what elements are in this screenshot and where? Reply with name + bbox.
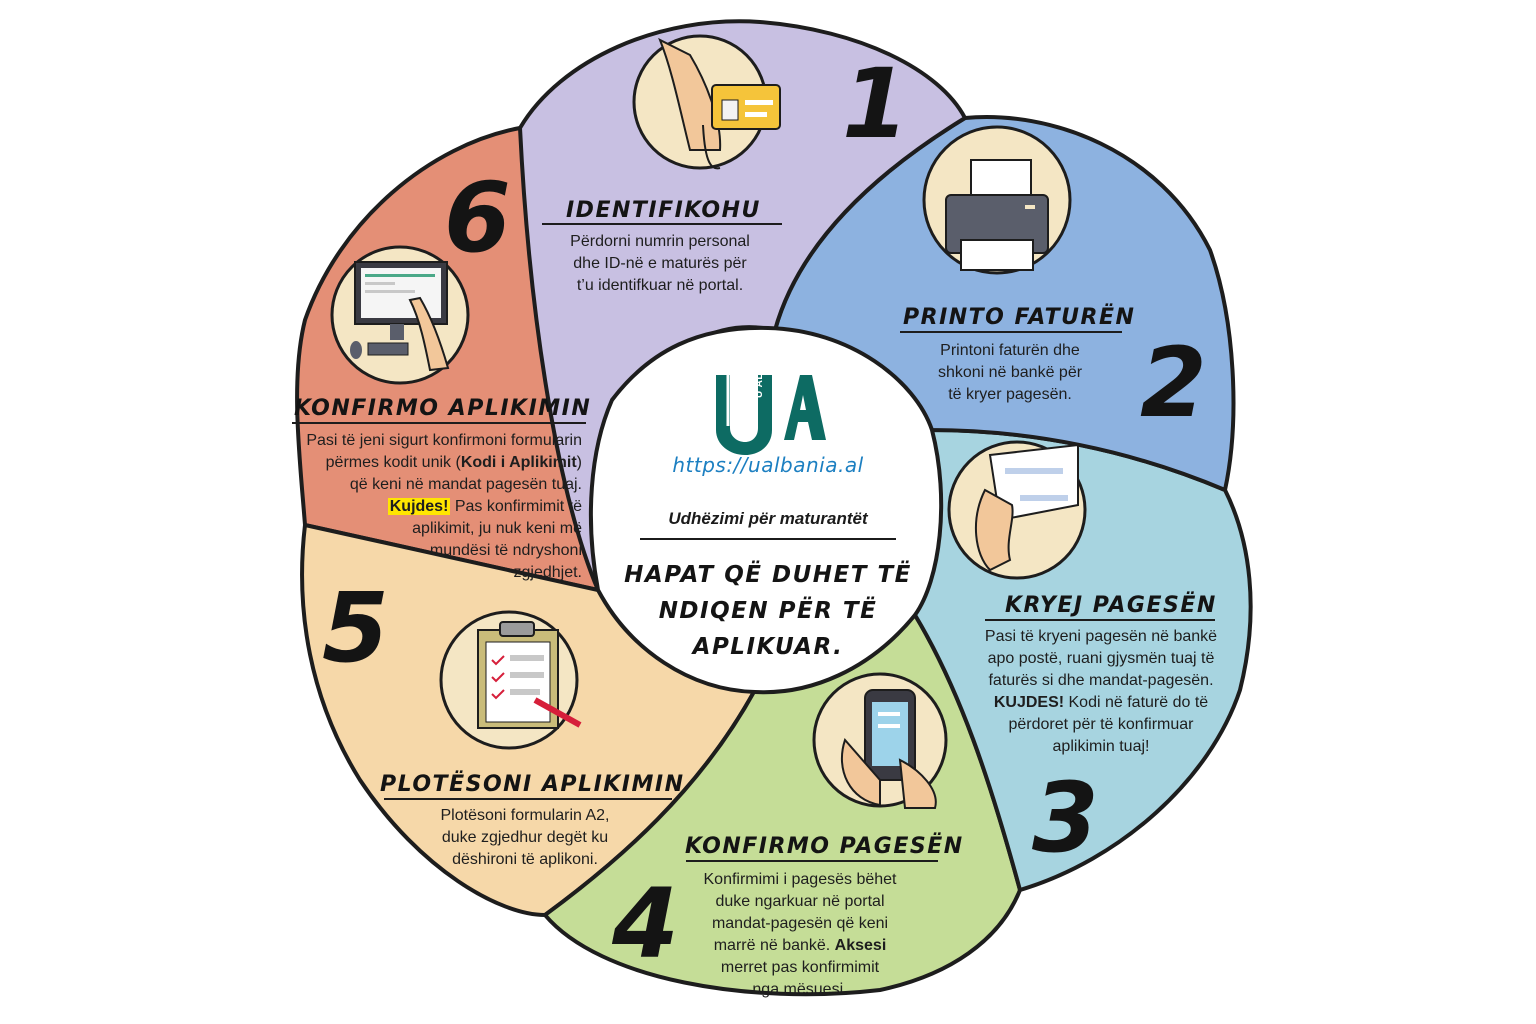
step-title-underline-6 [292, 422, 586, 424]
step-title-underline-1 [542, 223, 782, 225]
step-text-5: Plotësoni formularin A2, duke zgjedhur d… [440, 807, 610, 868]
step-title-underline-4 [686, 860, 938, 862]
step-title-1: IDENTIFIKOHU [566, 198, 761, 223]
logo [716, 375, 826, 455]
step-title-underline-2 [900, 331, 1122, 333]
center-heading-line: NDIQEN PËR TË [658, 598, 878, 624]
center-heading-line: APLIKUAR. [692, 634, 844, 660]
icon-circle-4 [812, 672, 948, 809]
guide-subtitle: Udhëzimi për maturantët [668, 509, 868, 528]
step-number-3: 3 [1032, 762, 1099, 874]
step-text-2: Printoni faturën dhe shkoni në bankë për… [937, 342, 1083, 403]
step-number-6: 6 [444, 162, 511, 274]
step-number-2: 2 [1140, 327, 1207, 439]
step-title-underline-5 [384, 798, 672, 800]
warning-highlight: Kujdes! [387, 498, 451, 515]
icon-circle-3 [947, 440, 1087, 580]
center-heading-line: HAPAT QË DUHET TË [624, 562, 912, 588]
step-number-4: 4 [612, 868, 679, 980]
center-heading: HAPAT QË DUHET TË NDIQEN PËR TË APLIKUAR… [612, 557, 924, 665]
step-title-underline-3 [985, 619, 1215, 621]
step-text-4: Konfirmimi i pagesës bëhet duke ngarkuar… [703, 871, 897, 998]
step-title-5: PLOTËSONI APLIKIMIN [380, 772, 685, 797]
icon-circle-1 [632, 34, 781, 170]
step-text-6: Pasi të jeni sigurt konfirmoni formulari… [306, 432, 582, 581]
center-circle [588, 325, 944, 695]
icon-circle-2 [922, 125, 1072, 275]
step-title-4: KONFIRMO PAGESËN [685, 834, 964, 859]
icon-circle-6 [330, 245, 470, 385]
step-title-3: KRYEJ PAGESËN [1005, 593, 1217, 618]
step-text-3: Pasi të kryeni pagesën në bankë apo post… [984, 628, 1218, 755]
step-number-1: 1 [842, 48, 909, 160]
portal-url-link[interactable]: https://ualbania.al [672, 453, 864, 477]
step-title-6: KONFIRMO APLIKIMIN [294, 396, 592, 421]
center-divider [640, 538, 896, 540]
step-number-5: 5 [322, 572, 389, 684]
step-title-2: PRINTO FATURËN [903, 305, 1136, 330]
step-text-1: Përdorni numrin personal dhe ID-në e mat… [570, 233, 750, 294]
logo-side-text: U ALBANIA [754, 338, 765, 398]
icon-circle-5 [439, 610, 582, 750]
